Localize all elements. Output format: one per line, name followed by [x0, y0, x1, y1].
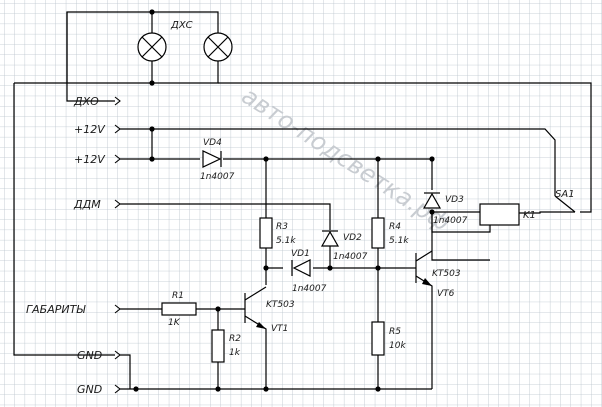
vd2-name: VD2 — [343, 233, 362, 243]
terminal-dho: ДХО — [73, 95, 99, 108]
diode-vd2-icon — [320, 230, 340, 247]
r2-name: R2 — [229, 334, 241, 344]
r4-name: R4 — [389, 222, 401, 232]
diode-vd1-icon — [291, 259, 311, 277]
r4-value: 5.1k — [389, 236, 409, 246]
resistor-r1 — [161, 302, 197, 316]
terminal-chevrons — [114, 96, 121, 394]
terminal-gnd-a: GND — [77, 349, 102, 362]
diode-vd4-icon — [202, 150, 222, 168]
terminal-plus12-a: +12V — [74, 123, 106, 136]
lamp-left-icon — [137, 32, 167, 62]
r5-value: 10k — [389, 341, 406, 351]
r1-name: R1 — [172, 291, 184, 301]
vd4-name: VD4 — [203, 138, 222, 148]
vt1-name: VT1 — [271, 324, 288, 334]
r5-name: R5 — [389, 327, 401, 337]
vt6-name: VT6 — [437, 289, 455, 299]
vd3-name: VD3 — [445, 195, 464, 205]
vd3-part: 1n4007 — [433, 216, 468, 226]
relay-k1-coil — [479, 203, 520, 226]
r2-value: 1k — [229, 348, 241, 358]
r1-value: 1K — [168, 318, 181, 328]
r3-name: R3 — [276, 222, 288, 232]
vt1-emitter-arrow-icon — [256, 322, 266, 329]
terminal-plus12-b: +12V — [74, 153, 106, 166]
terminal-gabarity: ГАБАРИТЫ — [26, 303, 86, 316]
resistor-r3 — [259, 217, 273, 249]
vd1-name: VD1 — [291, 249, 310, 259]
junctions — [133, 9, 435, 392]
vt6-part: KT503 — [432, 269, 461, 279]
r3-value: 5.1k — [276, 236, 296, 246]
vd4-part: 1n4007 — [200, 172, 235, 182]
vd1-part: 1n4007 — [292, 284, 327, 294]
diode-vd3-icon — [422, 192, 442, 209]
resistor-r5 — [371, 321, 385, 356]
vt6-emitter-arrow-icon — [422, 278, 432, 286]
lamp-right-icon — [203, 32, 233, 62]
terminal-ddm: ДДМ — [73, 198, 101, 211]
switch-label: SA1 — [555, 189, 575, 200]
terminal-gnd-b: GND — [77, 383, 102, 396]
resistor-r2 — [211, 329, 225, 363]
vt1-part: KT503 — [266, 300, 295, 310]
resistor-r4 — [371, 217, 385, 249]
lamp-label: ДХС — [170, 20, 193, 31]
vd2-part: 1n4007 — [333, 252, 368, 262]
relay-label: K1 — [523, 210, 536, 221]
